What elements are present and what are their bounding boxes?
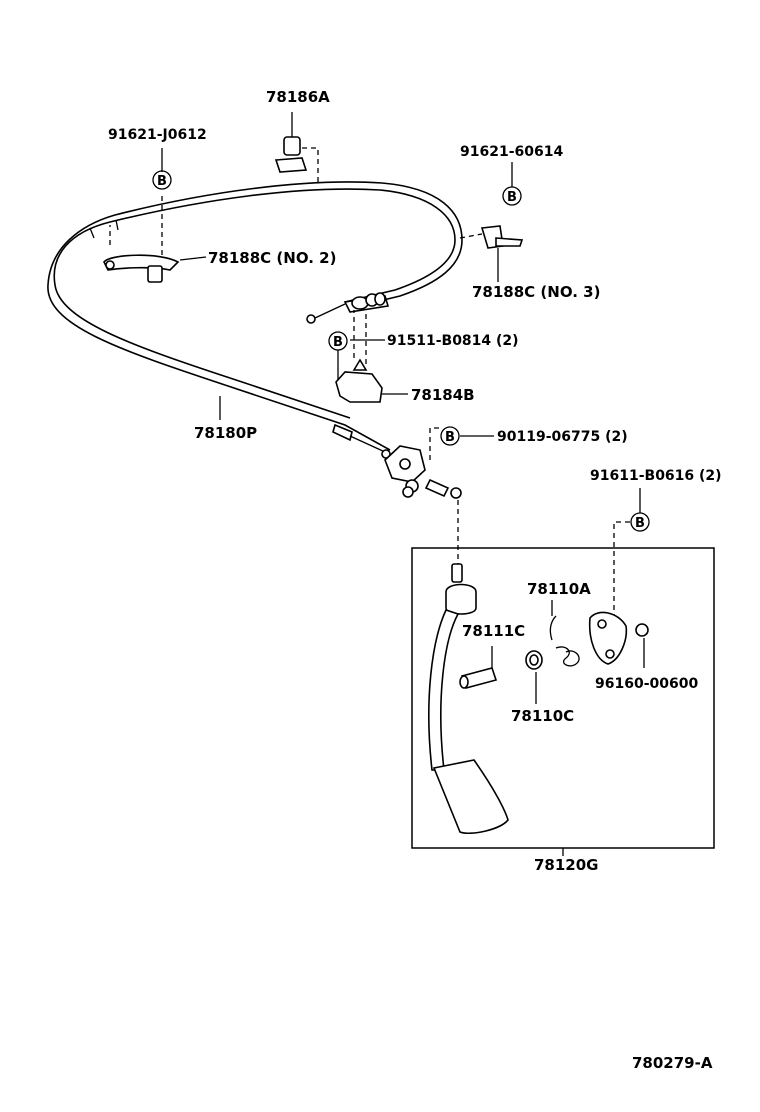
svg-text:B: B	[445, 430, 455, 445]
bracket-78184B	[335, 310, 408, 403]
pedal-internals	[459, 600, 649, 704]
bolt-markers: B B B B B	[152, 170, 650, 532]
accelerator-pedal-arm	[428, 563, 509, 835]
label-78180P: 78180P	[194, 424, 257, 442]
label-78184B: 78184B	[411, 386, 475, 404]
diagram-ref-id: 780279-A	[632, 1054, 713, 1072]
label-78188C-no3: 78188C (NO. 3)	[472, 283, 600, 301]
label-90119-06775: 90119-06775 (2)	[497, 429, 628, 445]
label-78110C: 78110C	[511, 707, 574, 725]
svg-text:B: B	[635, 516, 645, 531]
leader-lines	[161, 148, 641, 622]
label-78111C: 78111C	[462, 622, 525, 640]
label-91621-60614: 91621-60614	[460, 144, 563, 160]
label-78188C-no2: 78188C (NO. 2)	[208, 249, 336, 267]
label-78110A: 78110A	[527, 580, 591, 598]
clamp-78188C-no2	[103, 192, 207, 283]
bolt-marker-4: B	[440, 426, 460, 446]
part-labels: 78186A 91621-J0612 91621-60614 78188C (N…	[108, 88, 722, 1072]
label-78120G: 78120G	[534, 856, 599, 874]
bolt-marker-5: B	[630, 512, 650, 532]
label-91511-B0814: 91511-B0814 (2)	[387, 333, 519, 349]
pedal-bracket-cluster	[384, 427, 462, 565]
svg-text:B: B	[333, 335, 343, 350]
label-96160-00600: 96160-00600	[595, 676, 698, 692]
svg-text:B: B	[507, 190, 517, 205]
accelerator-cable	[47, 181, 463, 459]
clamp-78188C-no3	[459, 225, 524, 282]
pedal-assembly-box	[411, 547, 715, 856]
bolt-marker-3: B	[328, 331, 348, 351]
svg-text:B: B	[157, 174, 167, 189]
clip-78186A	[274, 112, 319, 186]
label-91621-J0612: 91621-J0612	[108, 127, 207, 143]
label-91611-B0616: 91611-B0616 (2)	[590, 468, 722, 484]
bolt-marker-1: B	[152, 170, 172, 190]
label-78186A: 78186A	[266, 88, 330, 106]
bolt-marker-2: B	[502, 186, 522, 206]
